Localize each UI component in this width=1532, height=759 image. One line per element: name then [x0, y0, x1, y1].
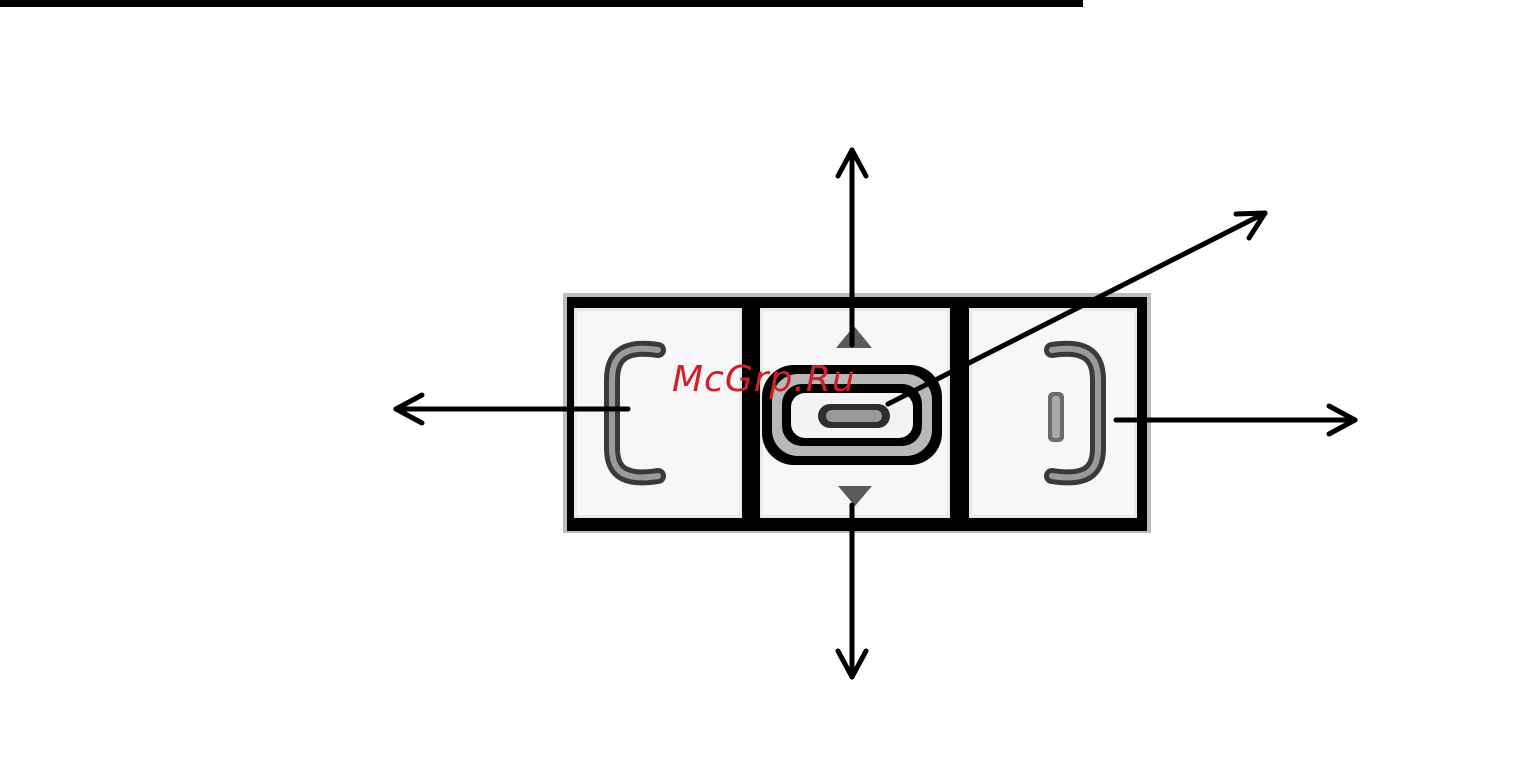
- arrow-right: [1116, 406, 1355, 434]
- left-button: [574, 308, 742, 518]
- watermark-text: McGrp.Ru: [672, 360, 856, 400]
